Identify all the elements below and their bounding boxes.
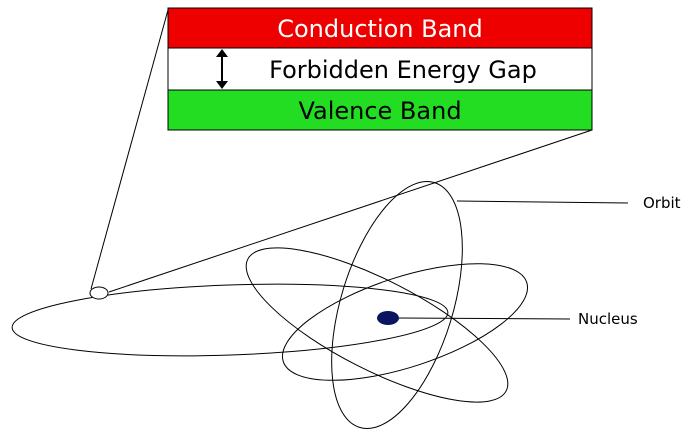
valence-band (167, 89, 593, 131)
orbit-label: Orbit (643, 194, 681, 212)
nucleus (377, 311, 399, 325)
conduction-band-label: Conduction Band (277, 15, 483, 43)
gap-arrow-icon (216, 49, 228, 89)
zoom-line-left (90, 9, 169, 290)
forbidden-energy-gap-label: Forbidden Energy Gap (269, 56, 537, 84)
nucleus-leader-line (398, 317, 571, 320)
orbit-horizontal (11, 283, 449, 357)
atom-orbits (11, 181, 529, 429)
orbit-vertical (331, 181, 463, 429)
orbit-tilted-down (245, 247, 509, 403)
energy-band-box: Conduction Band Forbidden Energy Gap Val… (167, 7, 593, 131)
orbit-leader-line (456, 200, 629, 204)
nucleus-label: Nucleus (578, 310, 638, 328)
electron-circle (89, 286, 109, 300)
forbidden-energy-gap (167, 47, 593, 91)
zoom-line-right (108, 129, 593, 293)
valence-band-label: Valence Band (298, 97, 461, 125)
orbit-tilted-up (281, 263, 529, 381)
